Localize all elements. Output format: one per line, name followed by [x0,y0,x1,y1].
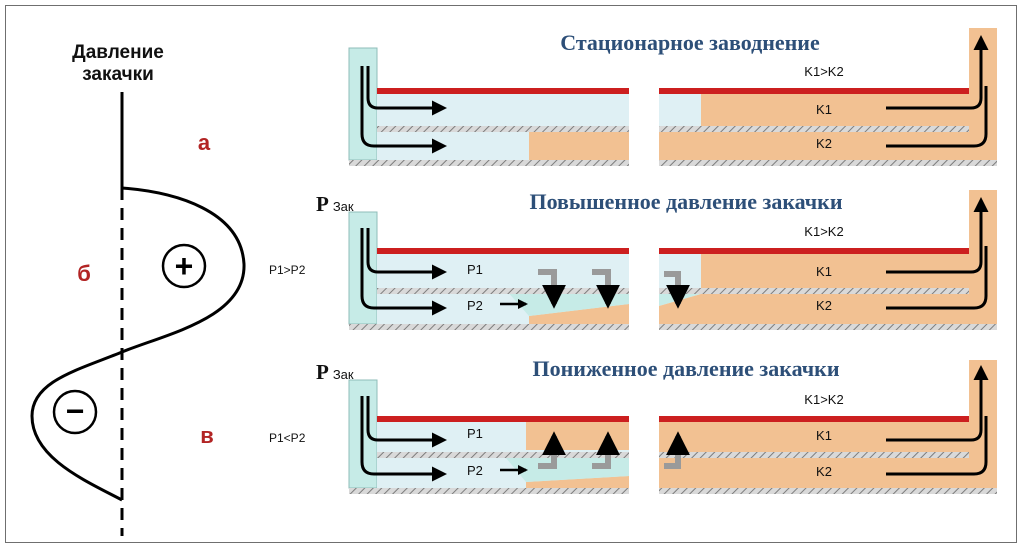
k1-label: K1 [816,102,832,117]
bottom-layer-right [659,324,997,330]
label-a: а [198,130,211,155]
p2-label: P2 [467,298,483,313]
red-caprock-right [659,416,969,422]
waterflooding-diagram: Давление закачки а б в + − P1>P2 P1<P2 С… [30,28,997,536]
injection-flow-arrow-k1 [366,228,447,280]
injection-flow-arrow-k1 [366,396,447,448]
pressure-axis-panel: Давление закачки а б в + − P1>P2 P1<P2 [30,42,306,536]
red-caprock-left [377,88,629,94]
k-relation: K1>K2 [804,224,843,239]
panel-title: Пониженное давление закачки [532,356,839,381]
production-flow-arrow [886,197,989,274]
panel-title: Повышенное давление закачки [529,189,842,214]
separator-layer-right [659,452,969,458]
separator-layer-left [377,126,629,132]
injection-flow-arrow-k2 [360,228,447,316]
oil-wedge-left [529,304,629,324]
red-caprock-right [659,248,969,254]
plus-sign: + [175,248,194,284]
bottom-layer-right [659,160,997,166]
production-flow-arrow-lower [886,416,988,476]
separator-layer-right [659,288,969,294]
p1-label: P1 [467,262,483,277]
water-zone-mid [659,94,701,128]
crossflow-arrow-down-2 [592,269,620,309]
k2-label: K2 [816,298,832,313]
panel-title: Стационарное заводнение [560,30,820,55]
production-flow-arrow [886,365,989,442]
injection-flow-arrow-k2 [360,396,447,482]
production-flow-arrow-lower [886,246,988,310]
k-relation: K1>K2 [804,392,843,407]
oil-zone-mid-upper [659,422,969,452]
label-v: в [200,423,214,448]
label-b: б [77,261,91,286]
bottom-layer-left [349,160,629,166]
injection-flow-arrow-k2 [360,66,447,154]
p1-label: P1 [467,426,483,441]
axis-title-line2: закачки [82,64,154,85]
bottom-layer-left [349,324,629,330]
crossflow-arrow-down-3 [664,271,690,309]
axis-title-line1: Давление [72,42,164,63]
panel-stationary: Стационарное заводнение K1>K2 K1 K2 [348,28,997,166]
crossflow-arrow-up-2 [592,431,620,469]
separator-layer-left [377,452,629,458]
separator-layer-left [377,288,629,294]
crossflow-arrow-up-1 [538,431,566,469]
bottom-layer-left [349,488,629,494]
injection-flow-arrow-k1 [366,66,447,116]
production-well [969,190,997,324]
k2-label: K2 [816,136,832,151]
pressure-relation-v: P1<P2 [269,431,306,445]
separator-layer-right [659,126,969,132]
oil-zone-right-upper [701,94,969,128]
minus-circle [52,389,98,435]
k2-label: K2 [816,464,832,479]
p2-label: P2 [467,463,483,478]
production-well [969,360,997,488]
k1-label: K1 [816,264,832,279]
production-flow-arrow [886,35,989,110]
k1-label: K1 [816,428,832,443]
oil-wedge-lower-left [526,476,629,488]
red-caprock-right [659,88,969,94]
crossflow-arrow-down-1 [538,269,566,309]
crossflow-arrow-up-3 [664,431,690,469]
pressure-relation-b: P1>P2 [269,263,306,277]
production-flow-arrow-lower [886,86,988,148]
minus-sign: − [66,393,85,429]
oil-zone-right-lower [659,294,969,324]
oil-zone-left-low [529,132,629,160]
k-relation: K1>K2 [804,64,843,79]
oil-wedge-upper-left [526,422,629,450]
production-well [969,28,997,160]
red-caprock-left [377,248,629,254]
pressure-wave-curve [30,186,246,502]
diagram-frame: Давление закачки а б в + − P1>P2 P1<P2 С… [5,5,1017,543]
red-caprock-left [377,416,629,422]
plus-circle [161,243,207,289]
bottom-layer-right [659,488,997,494]
